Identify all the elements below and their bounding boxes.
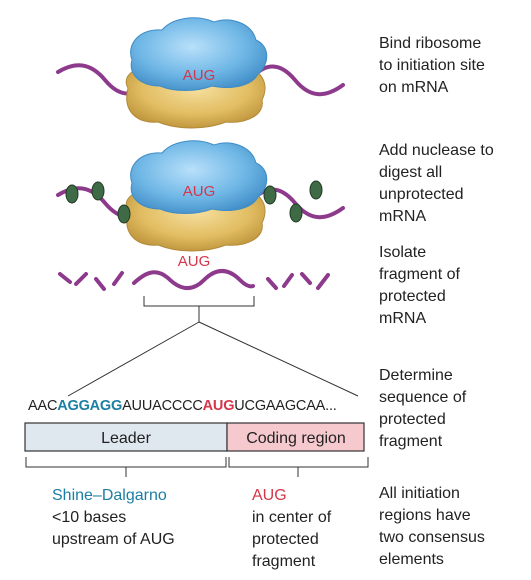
nuclease-icon	[263, 185, 277, 205]
mrna-fragment	[112, 271, 124, 286]
shine-dalgarno-note: Shine–Dalgarno <10 bases upstream of AUG	[52, 485, 175, 551]
nuclease-icon	[91, 181, 105, 201]
sequence-spacer: AUUACCCC	[122, 398, 203, 414]
coding-bracket	[228, 457, 369, 477]
step2-ribosome-large-subunit	[130, 140, 268, 214]
step3-aug-label: AUG	[178, 253, 211, 270]
step2-aug-label: AUG	[183, 183, 216, 200]
mrna-fragment	[316, 273, 330, 290]
leader-label: Leader	[101, 430, 151, 447]
step-4-text: Determine sequence of protected fragment	[379, 367, 467, 450]
shine-dalgarno-line2: upstream of AUG	[52, 531, 175, 548]
aug-line1: in center of	[252, 509, 332, 526]
fragment-bracket	[143, 296, 255, 322]
aug-line3: fragment	[252, 553, 316, 570]
step1-aug-label: AUG	[183, 67, 216, 84]
step1-ribosome-group: AUG	[56, 17, 345, 129]
shine-dalgarno-line1: <10 bases	[52, 509, 127, 526]
leader-bracket	[25, 457, 227, 477]
step2-ribosome-group: AUG	[56, 140, 345, 252]
coding-region-label: Coding region	[246, 430, 346, 447]
coding-region	[226, 422, 365, 452]
aug-line2: protected	[252, 531, 319, 548]
step3-fragments: AUG	[58, 253, 359, 397]
mrna-fragment	[266, 277, 278, 290]
aug-title: AUG	[252, 487, 287, 504]
nuclease-icon	[309, 180, 323, 200]
shine-dalgarno-sequence: AGGAGG	[57, 398, 122, 414]
step-3-text: Isolate fragment of protected mRNA	[379, 244, 460, 327]
nuclease-icon	[65, 184, 79, 204]
nuclease-icon	[289, 203, 303, 223]
mrna-fragment	[94, 277, 106, 291]
leader-region	[24, 422, 228, 452]
step1-ribosome-large-subunit	[130, 17, 268, 91]
step-5-text: All initiation regions have two consensu…	[379, 485, 485, 568]
sequence-suffix: UCGAAGCAA...	[234, 398, 336, 414]
protected-sequence: AACAGGAGGAUUACCCCAUGUCGAAGCAA...	[28, 398, 337, 414]
protected-mrna-fragment	[132, 269, 255, 290]
step-2-text: Add nuclease to digest all unprotected m…	[379, 142, 494, 225]
aug-note: AUG in center of protected fragment	[252, 485, 331, 573]
mrna-fragment	[300, 272, 312, 285]
mrna-fragment	[58, 272, 72, 284]
expansion-lines	[67, 321, 359, 397]
sequence-prefix: AAC	[28, 398, 57, 414]
region-bar: Leader Coding region	[24, 422, 365, 452]
nuclease-icon	[117, 204, 131, 224]
start-codon: AUG	[203, 398, 235, 414]
mrna-fragment	[282, 273, 294, 288]
step-1-text: Bind ribosome to initiation site on mRNA	[379, 35, 485, 96]
shine-dalgarno-title: Shine–Dalgarno	[52, 487, 167, 504]
mrna-fragment	[74, 272, 88, 286]
